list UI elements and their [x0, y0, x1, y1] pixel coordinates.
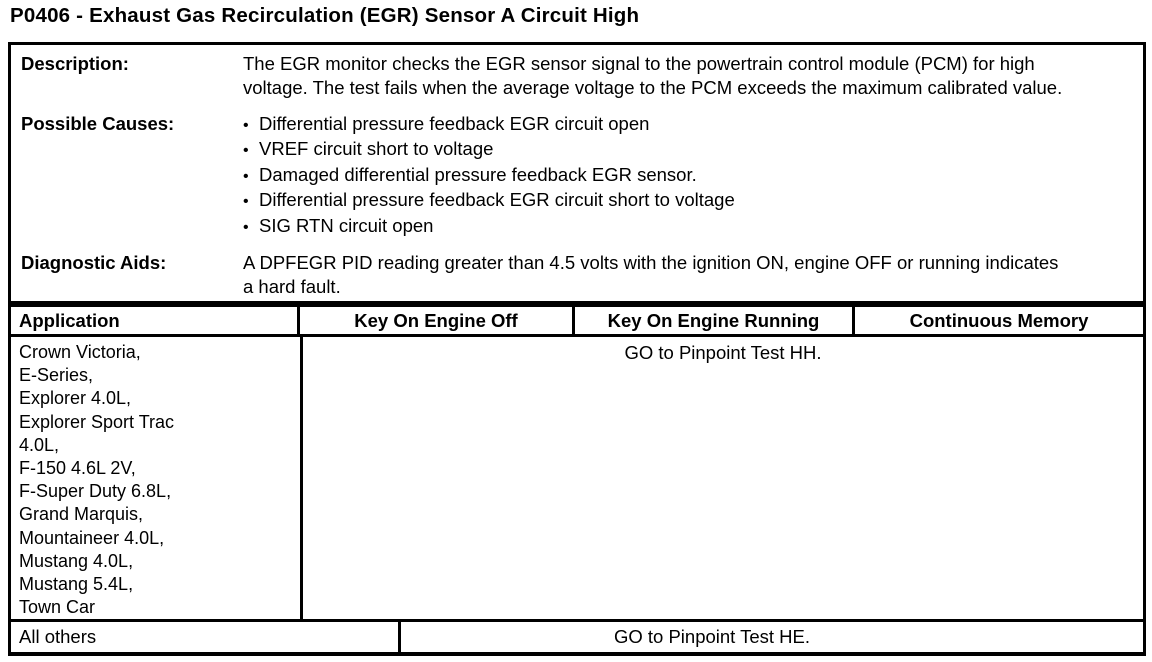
application-line: 4.0L,: [19, 434, 60, 455]
header-continuous-memory: Continuous Memory: [909, 310, 1089, 331]
header-key-on-engine-running: Key On Engine Running: [575, 304, 855, 337]
table-header-row: Application Key On Engine Off Key On Eng…: [8, 304, 1146, 337]
application-line: Explorer Sport Trac: [19, 411, 175, 432]
application-line: Explorer 4.0L,: [19, 388, 132, 409]
diagnostic-aids-text: A DPFEGR PID reading greater than 4.5 vo…: [243, 251, 1059, 297]
possible-causes-label: Possible Causes:: [21, 112, 175, 134]
dtc-info-box: Description: The EGR monitor checks the …: [8, 42, 1146, 304]
application-line: Mustang 5.4L,: [19, 574, 134, 595]
page-title: P0406 - Exhaust Gas Recirculation (EGR) …: [10, 4, 640, 27]
application-line: Mustang 4.0L,: [19, 550, 134, 571]
table-row: Crown Victoria, E-Series,Explorer 4.0L,Ex…: [8, 337, 1146, 622]
cause-item: SIG RTN circuit open: [243, 214, 1135, 240]
cause-item: Damaged differential pressure feedback E…: [243, 163, 1135, 189]
application-list-cell: All others: [11, 622, 401, 652]
application-line: Mountaineer 4.0L,: [19, 527, 165, 548]
action-cell: GO to Pinpoint Test HE.: [613, 626, 811, 647]
application-line: F-150 4.6L 2V,: [19, 458, 136, 479]
application-line: Grand Marquis,: [19, 504, 144, 525]
application-line: F-Super Duty 6.8L,: [19, 481, 172, 502]
application-line: Town Car: [19, 597, 96, 618]
header-key-on-engine-off: Key On Engine Off: [300, 304, 575, 337]
diagnostic-aids-label: Diagnostic Aids:: [21, 251, 167, 273]
application-table: Application Key On Engine Off Key On Eng…: [8, 304, 1146, 656]
application-list-cell: Crown Victoria, E-Series,Explorer 4.0L,Ex…: [11, 337, 303, 619]
description-row: Description: The EGR monitor checks the …: [21, 52, 1135, 101]
header-application: Application: [11, 304, 300, 337]
description-text: The EGR monitor checks the EGR sensor si…: [243, 53, 1063, 99]
possible-causes-row: Possible Causes: Differential pressure f…: [21, 112, 1135, 240]
cause-item: Differential pressure feedback EGR circu…: [243, 112, 1135, 138]
application-line: Crown Victoria,: [19, 342, 141, 362]
diagnostic-aids-row: Diagnostic Aids: A DPFEGR PID reading gr…: [21, 251, 1135, 300]
cause-item: Differential pressure feedback EGR circu…: [243, 188, 1135, 214]
action-cell: GO to Pinpoint Test HH.: [624, 342, 822, 363]
description-label: Description:: [21, 53, 129, 74]
application-line: E-Series,: [19, 365, 94, 386]
cause-item: VREF circuit short to voltage: [243, 137, 1135, 163]
table-row: All others GO to Pinpoint Test HE.: [8, 622, 1146, 656]
possible-causes-list: Differential pressure feedback EGR circu…: [243, 112, 1135, 240]
